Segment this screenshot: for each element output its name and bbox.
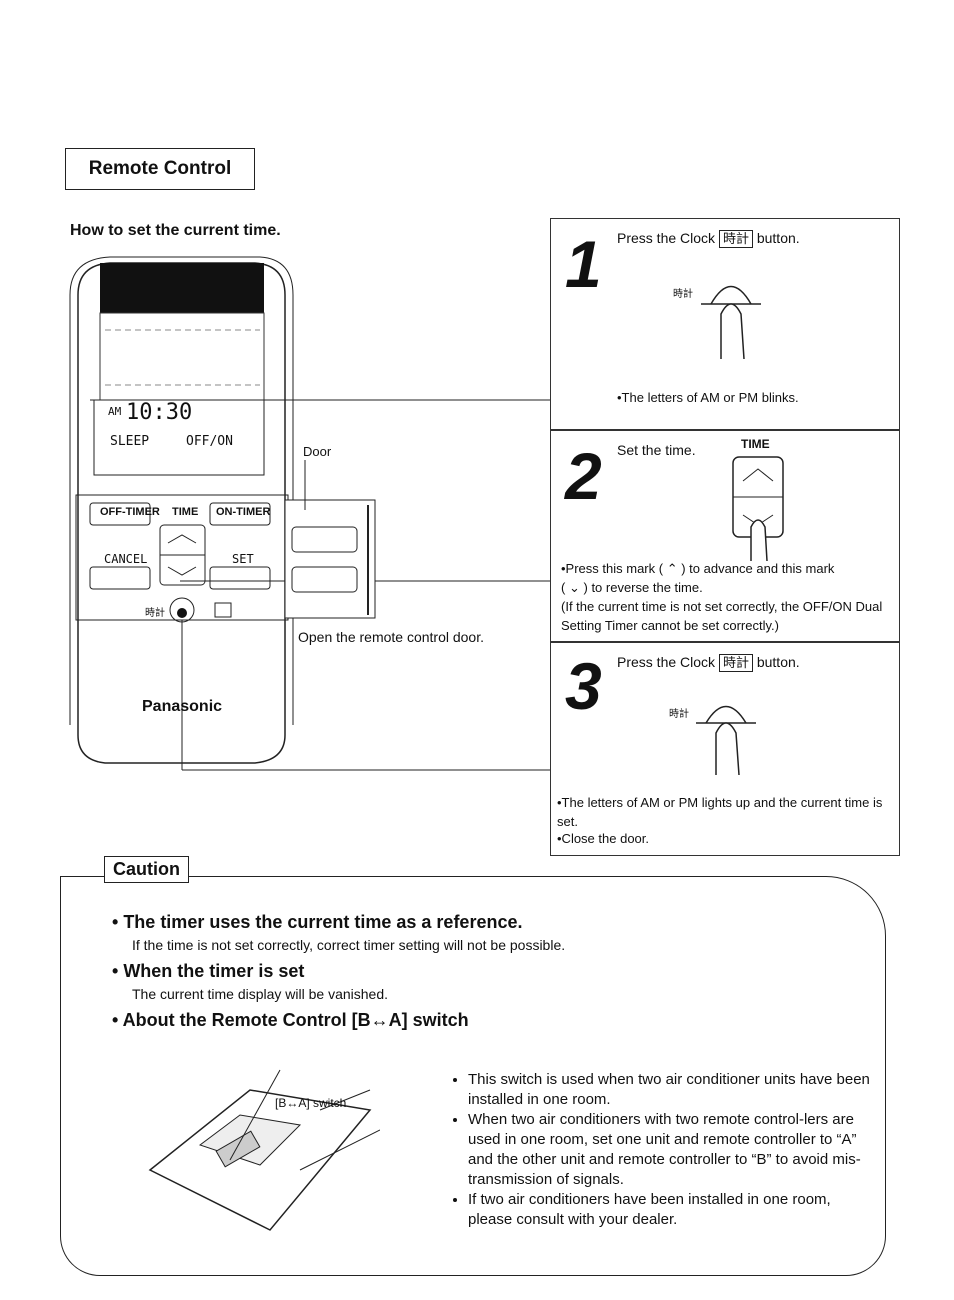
step-3-panel: 3 Press the Clock 時計 button. 時計 •The let… (550, 642, 900, 856)
step-2-number: 2 (565, 439, 602, 513)
switch-bullet-2: When two air conditioners with two remot… (468, 1110, 870, 1190)
switch-bullet-3: If two air conditioners have been instal… (468, 1190, 870, 1230)
clock-button-icon: 時計 (718, 230, 753, 248)
caution-item-1-head: • The timer uses the current time as a r… (112, 912, 523, 932)
step-2-time-label: TIME (741, 437, 770, 451)
caution-item-2-body: The current time display will be vanishe… (132, 986, 389, 1002)
clock-kanji-label: 時計 (145, 608, 165, 619)
time-button-icon (732, 456, 784, 562)
caution-item-3-head: • About the Remote Control [B↔A] switch (112, 1010, 469, 1030)
step-1-kanji: 時計 (673, 289, 693, 300)
step-3-number: 3 (565, 649, 602, 723)
switch-illustration (148, 1069, 380, 1231)
step-3-note-b: •Close the door. (557, 831, 649, 846)
set-label: SET (232, 552, 254, 566)
how-to-heading: How to set the current time. (70, 222, 281, 239)
step-1-panel: 1 Press the Clock 時計 button. 時計 •The let… (550, 218, 900, 430)
step-3-instruction: Press the Clock 時計 button. (617, 654, 800, 672)
caution-list: • The timer uses the current time as a r… (112, 912, 872, 1031)
switch-bullet-1: This switch is used when two air conditi… (468, 1070, 870, 1110)
brand-logo: Panasonic (142, 698, 223, 715)
display-time: 10:30 (126, 400, 193, 425)
sleep-label: SLEEP (110, 434, 150, 449)
caution-title: Caution (104, 856, 189, 883)
step-3-kanji: 時計 (669, 709, 689, 720)
step-1-number: 1 (565, 227, 602, 301)
offon-label: OFF/ON (186, 434, 233, 449)
clock-button-icon: 時計 (718, 654, 753, 672)
cancel-label: CANCEL (104, 552, 148, 566)
step-2-instruction: Set the time. (617, 442, 696, 458)
time-label: TIME (172, 506, 199, 518)
switch-label: [B↔A] switch (275, 1096, 347, 1110)
on-timer-label: ON-TIMER (216, 506, 271, 518)
display-am: AM (108, 405, 122, 418)
step-2-note: •Press this mark ( ⌃ ) to advance and th… (561, 561, 883, 633)
caution-item-2-head: • When the timer is set (112, 961, 305, 981)
caution-item-1-body: If the time is not set correctly, correc… (132, 937, 566, 953)
step-3-note-a: •The letters of AM or PM lights up and t… (557, 795, 883, 829)
open-door-caption: Open the remote control door. (298, 629, 484, 645)
finger-press-icon (701, 285, 761, 359)
step-2-panel: 2 Set the time. TIME •Press this mark ( … (550, 430, 900, 642)
finger-press-icon (696, 705, 756, 776)
caution-frame (60, 876, 886, 1276)
down-mark-icon: ⌄ (568, 580, 580, 595)
off-timer-label: OFF-TIMER (100, 506, 160, 518)
remote-illustration (69, 256, 550, 771)
step-1-instruction: Press the Clock 時計 button. (617, 230, 800, 248)
section-title: Remote Control (65, 148, 255, 190)
step-1-note: •The letters of AM or PM blinks. (617, 390, 799, 405)
door-label: Door (303, 444, 332, 459)
switch-bullets: This switch is used when two air conditi… (450, 1070, 870, 1230)
up-mark-icon: ⌃ (666, 561, 678, 576)
